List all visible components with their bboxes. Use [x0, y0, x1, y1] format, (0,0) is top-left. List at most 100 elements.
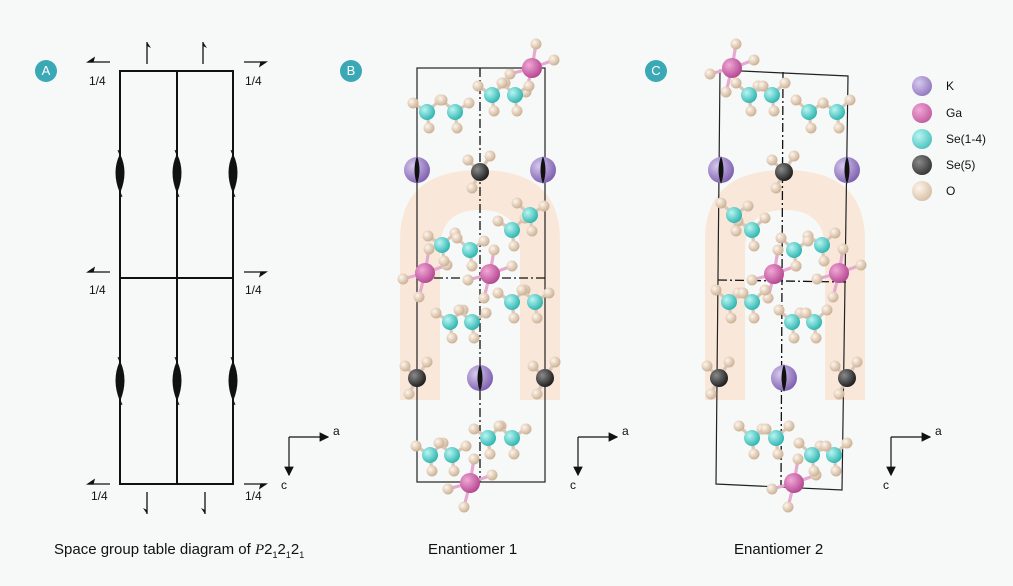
se-atom — [447, 104, 463, 120]
o-atom — [430, 307, 442, 319]
o-atom — [805, 122, 817, 134]
o-atom — [399, 360, 411, 372]
o-atom — [759, 284, 771, 296]
o-atom — [820, 440, 832, 452]
o-atom — [766, 154, 778, 166]
o-atom — [841, 437, 853, 449]
o-atom — [421, 356, 433, 368]
o-atom — [818, 255, 830, 267]
screw-axis-mark — [414, 156, 420, 184]
ga-atom — [480, 264, 500, 284]
o-atom — [759, 212, 771, 224]
o-atom — [810, 332, 822, 344]
o-atom — [426, 465, 438, 477]
o-atom — [527, 360, 539, 372]
axis-label-a: a — [333, 424, 340, 438]
ga-atom — [415, 263, 435, 283]
axis-label-a: a — [935, 424, 942, 438]
o-atom — [770, 182, 782, 194]
o-atom-icon — [912, 181, 932, 201]
se-atom — [784, 314, 800, 330]
se5-atom-icon — [912, 155, 932, 175]
fraction-label: 1/4 — [245, 283, 262, 297]
axis-label-c: c — [883, 478, 889, 492]
o-atom — [788, 332, 800, 344]
o-atom — [737, 287, 749, 299]
se5-atom — [838, 369, 856, 387]
se-atom-icon — [912, 129, 932, 149]
o-atom — [480, 307, 492, 319]
o-atom — [466, 260, 478, 272]
fraction-label: 1/4 — [245, 489, 262, 503]
o-atom — [511, 105, 523, 117]
se-atom — [504, 222, 520, 238]
o-atom — [779, 77, 791, 89]
o-atom — [462, 274, 474, 286]
legend-item-ga: Ga — [912, 103, 1012, 127]
o-atom — [830, 465, 842, 477]
o-atom — [549, 356, 561, 368]
screw-axis-mark — [540, 156, 546, 184]
o-atom — [790, 260, 802, 272]
o-atom — [745, 105, 757, 117]
o-atom — [436, 94, 448, 106]
ga-atom — [722, 58, 742, 78]
o-atom — [768, 105, 780, 117]
se-atom — [814, 237, 830, 253]
o-atom — [468, 332, 480, 344]
se-atom — [422, 447, 438, 463]
legend-item-se5: Se(5) — [912, 155, 1012, 179]
o-atom — [748, 240, 760, 252]
o-atom — [486, 469, 498, 481]
panel-a-badge: A — [35, 60, 57, 82]
o-atom — [413, 291, 425, 303]
o-atom — [472, 80, 484, 92]
o-atom — [453, 304, 465, 316]
o-atom — [704, 68, 716, 80]
se-atom — [829, 104, 845, 120]
o-atom — [488, 244, 500, 256]
se-atom — [726, 207, 742, 223]
se5-atom — [775, 163, 793, 181]
o-atom — [788, 150, 800, 162]
ga-atom — [829, 263, 849, 283]
o-atom — [462, 154, 474, 166]
axis-label-a: a — [622, 424, 629, 438]
o-atom — [800, 307, 812, 319]
o-atom — [422, 230, 434, 242]
se-atom — [786, 242, 802, 258]
se-atom — [442, 314, 458, 330]
o-atom — [423, 122, 435, 134]
o-atom — [817, 97, 829, 109]
o-atom — [772, 448, 784, 460]
o-atom — [833, 388, 845, 400]
fraction-label: 1/4 — [91, 489, 108, 503]
o-atom — [478, 235, 490, 247]
caption-symbol: P — [254, 542, 265, 558]
o-atom — [844, 94, 856, 106]
o-atom — [720, 86, 732, 98]
o-atom — [748, 54, 760, 66]
o-atom — [793, 437, 805, 449]
legend-item-se14: Se(1-4) — [912, 129, 1012, 153]
space-group-diagram — [85, 42, 269, 514]
se5-atom — [471, 163, 489, 181]
fraction-label: 1/4 — [89, 74, 106, 88]
se-atom — [826, 447, 842, 463]
o-atom — [730, 77, 742, 89]
o-atom — [448, 465, 460, 477]
o-atom — [811, 273, 823, 285]
o-atom — [451, 122, 463, 134]
ga-atom — [460, 473, 480, 493]
o-atom — [508, 240, 520, 252]
se-atom — [527, 294, 543, 310]
o-atom — [829, 360, 841, 372]
o-atom — [710, 284, 722, 296]
o-atom — [821, 304, 833, 316]
fraction-label: 1/4 — [89, 283, 106, 297]
o-atom — [833, 122, 845, 134]
o-atom — [775, 232, 787, 244]
o-atom — [492, 287, 504, 299]
se-atom — [464, 314, 480, 330]
